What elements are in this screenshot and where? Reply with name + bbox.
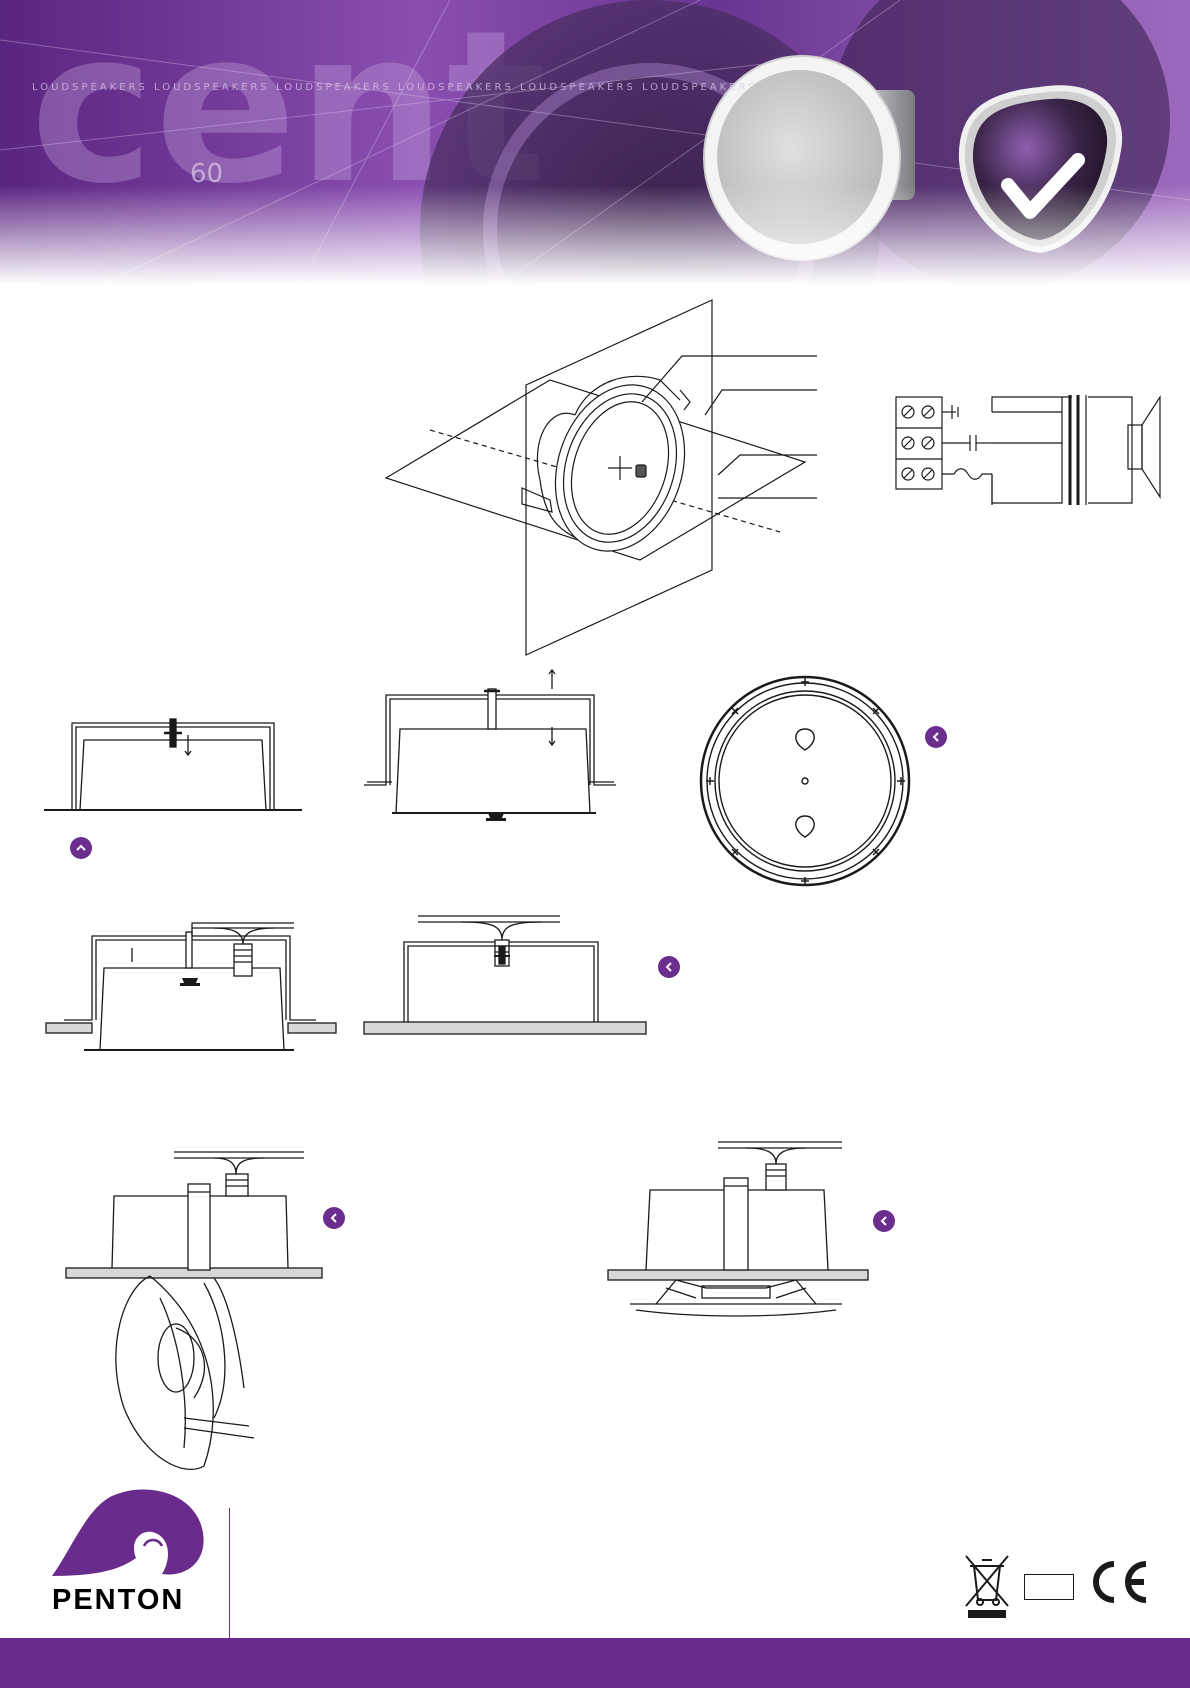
install-step-1-diagram: [44, 705, 304, 815]
screwdriver-icon: [180, 978, 200, 986]
step-badge-left: [925, 726, 947, 748]
step-badge-left: [873, 1210, 895, 1232]
install-step-4-diagram: [362, 912, 647, 1037]
chevron-up-icon: [75, 842, 87, 854]
ce-mark-icon: [1088, 1558, 1150, 1606]
speaker-front-view-diagram: [698, 674, 913, 889]
chevron-left-icon: [328, 1212, 340, 1224]
wiring-diagram: [892, 385, 1162, 505]
step-badge-left: [658, 956, 680, 978]
banner-artwork: cent 60: [0, 0, 1190, 285]
install-step-6-diagram: [606, 1138, 872, 1318]
step-badge-left: [323, 1207, 345, 1229]
empty-label-box: [1024, 1574, 1074, 1600]
brand-name: PENTON: [52, 1584, 184, 1617]
install-step-5-diagram: [64, 1148, 324, 1478]
chevron-left-icon: [663, 961, 675, 973]
penton-logo-icon: [52, 1488, 207, 1580]
step-badge-up: [70, 837, 92, 859]
install-step-2-diagram: [364, 665, 624, 825]
banner-strip-text: LOUDSPEAKERS LOUDSPEAKERS LOUDSPEAKERS L…: [32, 82, 758, 93]
footer-divider: [229, 1508, 230, 1638]
mounting-isometric-diagram: [380, 290, 840, 660]
chevron-left-icon: [930, 731, 942, 743]
install-step-3-diagram: [44, 918, 339, 1060]
footer-bar: [0, 1638, 1190, 1688]
chevron-left-icon: [878, 1215, 890, 1227]
header-banner: cent 60 LOUDSPEAKERS LOUDSPEAKERS LOUDSP…: [0, 0, 1190, 285]
screwdriver-icon: [486, 813, 506, 821]
weee-bin-icon: [962, 1552, 1012, 1620]
